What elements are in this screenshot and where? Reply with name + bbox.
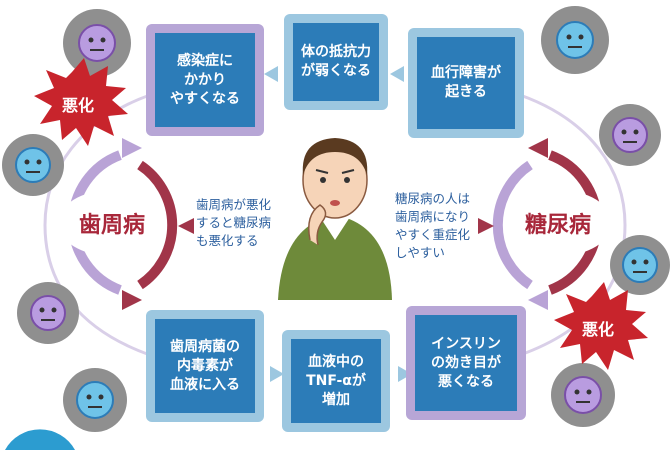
burst-right-icon [554,282,648,370]
germ-icon [2,134,64,196]
box-blood: 血行障害が 起きる [408,28,524,138]
germ-icon [63,9,131,77]
arrow-icon [398,366,412,382]
box-insulin-text: インスリン の効き目が 悪くなる [431,335,501,390]
disease-periodontal: 歯周病 [58,190,166,256]
disease-periodontal-label: 歯周病 [78,213,145,238]
note-left: 歯周病が悪化 すると糖尿病 も悪化する [196,197,272,248]
note-right: 糖尿病の人は 歯周病になり やすく重症化 しやすい [395,191,471,260]
arrow-icon [122,138,142,158]
box-infection: 感染症に かかり やすくなる [146,24,264,136]
perio-ring-right [137,160,178,290]
diabetes-ring-left [492,160,533,290]
disease-diabetes-label: 糖尿病 [524,213,591,238]
germ-icon [610,235,670,295]
arrow-icon [528,290,548,310]
box-weaken-text: 体の抵抗力 が弱くなる [301,44,371,79]
arrow-icon [264,66,278,82]
burst-right-label: 悪化 [582,320,615,339]
arrow-icon [528,138,548,158]
box-infection-text: 感染症に かかり やすくなる [170,52,240,107]
germ-icon [17,282,79,344]
arrow-icon [122,290,142,310]
disease-diabetes: 糖尿病 [504,190,612,256]
germ-icon [599,104,661,166]
burst-left-icon [34,58,128,146]
germ-icon [541,6,609,74]
arrow-icon [478,218,494,234]
box-toxin-text: 歯周病菌の 内毒素が 血液に入る [170,338,240,393]
worried-person-illustration [278,138,392,300]
box-insulin: インスリン の効き目が 悪くなる [406,306,526,420]
box-blood-text: 血行障害が 起きる [431,65,501,100]
box-tnf: 血液中の TNF-αが 増加 [282,330,390,432]
arrow-icon [390,66,404,82]
burst-left-label: 悪化 [62,96,95,115]
box-weaken: 体の抵抗力 が弱くなる [284,14,388,110]
arrow-icon [270,366,284,382]
decorative-circle [5,429,75,450]
arrow-icon [178,218,194,234]
box-tnf-text: 血液中の TNF-αが 増加 [306,353,366,408]
germ-icon [63,368,127,432]
box-toxin: 歯周病菌の 内毒素が 血液に入る [146,310,264,422]
germ-icon [551,363,615,427]
